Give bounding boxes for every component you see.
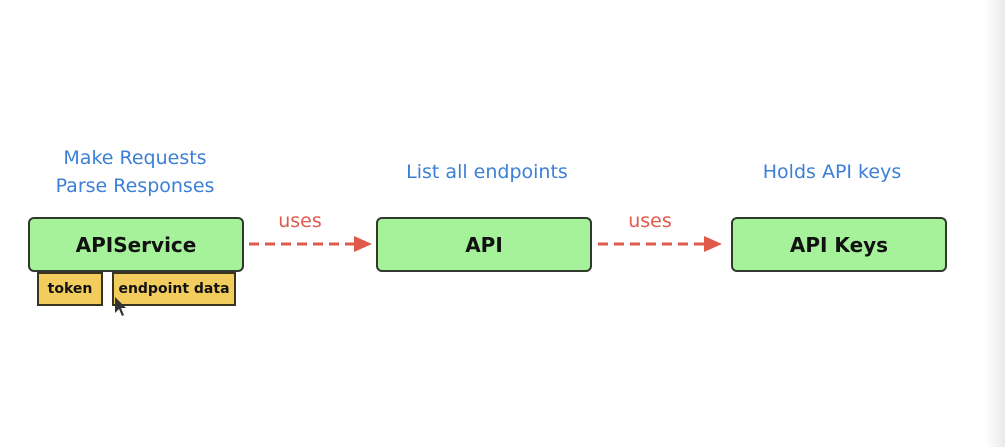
caption-line-parse-responses: Parse Responses	[55, 175, 215, 197]
api-caption: List all endpoints	[406, 161, 568, 183]
edge-label-api-to-keys: uses	[628, 210, 672, 232]
caption-line-make-requests: Make Requests	[63, 147, 207, 169]
window-edge-shade	[985, 0, 1005, 447]
api-service-caption: Make Requests Parse Responses	[30, 144, 240, 200]
api-keys-node: API Keys	[731, 217, 947, 272]
api-service-node: APIService	[28, 217, 244, 272]
edge-label-service-to-api: uses	[278, 210, 322, 232]
arrow-api-to-keys	[598, 236, 722, 252]
endpoint-data-tag: endpoint data	[112, 272, 236, 306]
cursor-icon	[115, 297, 126, 316]
arrow-service-to-api	[249, 236, 372, 252]
api-keys-caption: Holds API keys	[762, 161, 902, 183]
token-tag: token	[37, 272, 103, 306]
api-node: API	[376, 217, 592, 272]
